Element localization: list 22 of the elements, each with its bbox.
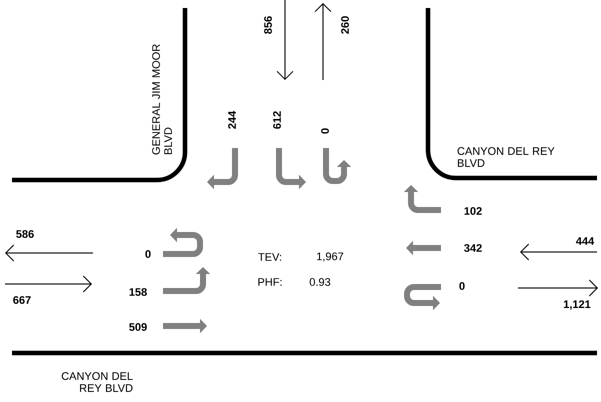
volume-label: 244 — [228, 110, 236, 129]
volume-label: 1,121 — [564, 300, 590, 310]
volume-label: 444 — [576, 237, 594, 245]
volume-label: 509 — [129, 323, 147, 331]
volume-label: 586 — [16, 230, 34, 238]
summary-label: TEV: — [258, 253, 282, 261]
volume-label: 0 — [321, 128, 329, 134]
volume-label: 102 — [464, 207, 482, 215]
volume-label: 158 — [130, 288, 147, 296]
volume-label: 856 — [264, 16, 272, 34]
volume-label: 0 — [145, 250, 151, 258]
street-label: CANYON DEL REY BLVD — [458, 147, 554, 167]
volume-label: 612 — [273, 111, 281, 129]
volume-label: 0 — [459, 282, 465, 290]
summary-value: 1,967 — [317, 252, 344, 262]
summary-value: 0.93 — [310, 278, 330, 286]
volume-label: 260 — [341, 16, 349, 34]
volume-label: 667 — [13, 296, 31, 304]
volume-label: 342 — [464, 244, 482, 252]
street-label: GENERAL JIM MOOR BLVD — [152, 44, 172, 154]
summary-label: PHF: — [258, 278, 282, 286]
street-label: CANYON DEL REY BLVD — [62, 372, 133, 392]
